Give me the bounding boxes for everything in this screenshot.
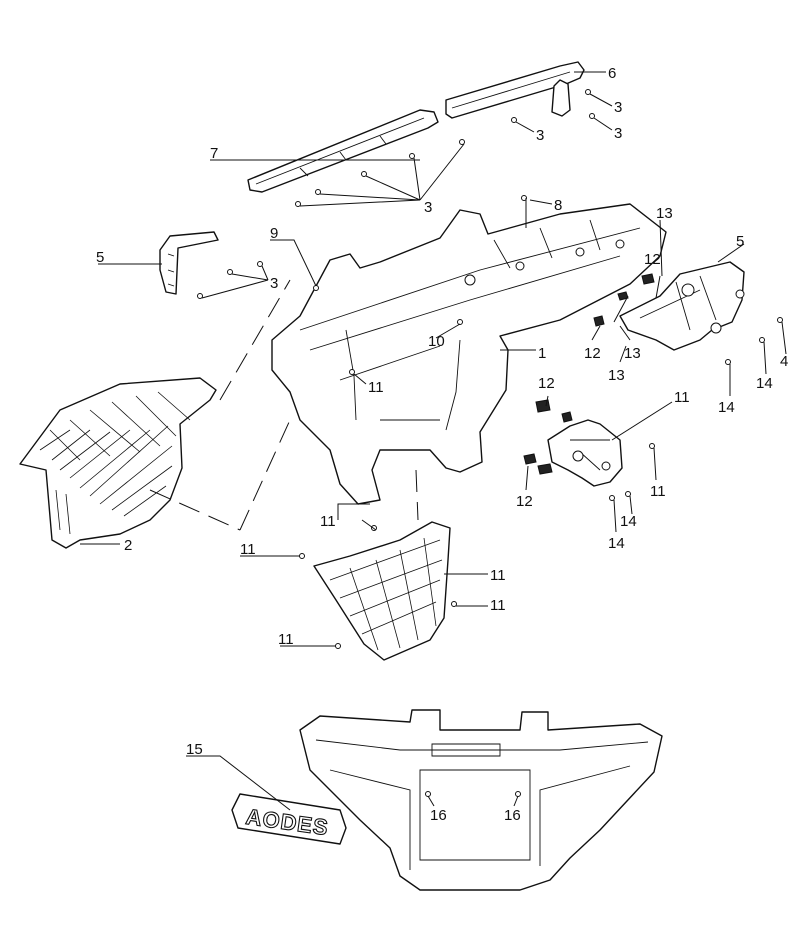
part-8-side-bracket xyxy=(159,231,263,299)
callout-6: 11 xyxy=(674,389,690,406)
part-6-mount-bracket xyxy=(523,317,783,501)
callout-3: 3 xyxy=(536,127,544,144)
callout-14: 14 xyxy=(756,375,773,392)
callout-12: 12 xyxy=(584,345,601,362)
part-4-skid-plate xyxy=(299,521,457,661)
callout-13: 13 xyxy=(608,367,625,384)
callout-3: 3 xyxy=(614,99,622,116)
callout-12: 12 xyxy=(516,493,533,510)
part-2-front-grille xyxy=(19,377,217,549)
callout-8: 5 xyxy=(96,249,104,266)
callout-12: 12 xyxy=(538,375,555,392)
callout-11: 9 xyxy=(270,225,278,242)
part-9-rail-bracket xyxy=(445,61,595,123)
callout-12: 12 xyxy=(644,251,661,268)
callout-13: 13 xyxy=(624,345,641,362)
callout-11: 11 xyxy=(278,631,294,648)
callout-11: 11 xyxy=(320,513,336,530)
part-15-emblem: AODES xyxy=(231,793,347,845)
callout-15: 15 xyxy=(186,741,203,758)
part-16-lower-fascia xyxy=(299,709,663,891)
callout-14: 14 xyxy=(608,535,625,552)
callout-3: 3 xyxy=(270,275,278,292)
callout-11: 11 xyxy=(490,597,506,614)
callout-7: 5 xyxy=(736,233,744,250)
callout-labels: 6 3 3 3 7 3 8 13 9 5 5 12 3 10 1 12 13 4… xyxy=(96,65,788,824)
assembly-guide-lines xyxy=(149,279,419,531)
part-1-main-frame xyxy=(271,195,667,505)
callout-5: 11 xyxy=(650,483,666,500)
callout-1: 1 xyxy=(538,345,546,362)
callout-10: 7 xyxy=(210,145,218,162)
callout-2: 2 xyxy=(124,537,132,554)
callout-5: 4 xyxy=(780,353,788,370)
leader-lines xyxy=(80,71,787,811)
callout-11: 10 xyxy=(428,333,445,350)
callout-9: 6 xyxy=(608,65,616,82)
part-10-rail-bracket xyxy=(247,109,465,207)
callout-11: 8 xyxy=(554,197,562,214)
callout-14: 14 xyxy=(718,399,735,416)
callout-16: 16 xyxy=(430,807,447,824)
callout-11: 11 xyxy=(368,379,384,396)
part-7-mount-bracket xyxy=(593,261,745,351)
callout-4: 11 xyxy=(490,567,506,584)
callout-13: 13 xyxy=(656,205,673,222)
callout-3: 3 xyxy=(424,199,432,216)
callout-16: 16 xyxy=(504,807,521,824)
callout-11: 11 xyxy=(240,541,256,558)
callout-3: 3 xyxy=(614,125,622,142)
callout-14: 14 xyxy=(620,513,637,530)
